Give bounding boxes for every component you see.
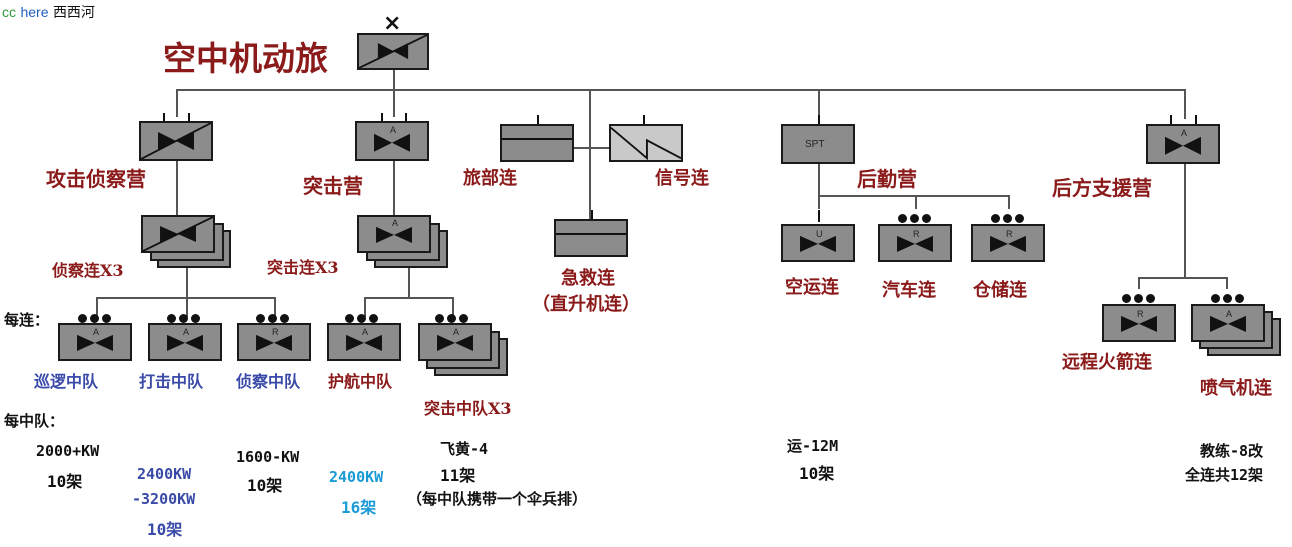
medevac-company-note: （直升机连）: [532, 294, 640, 315]
medevac-company-label: 急救连: [561, 268, 615, 289]
rocket-company-label: 远程火箭连: [1062, 352, 1152, 373]
strike-squadron-label: 打击中队: [139, 372, 204, 391]
patrol-squadron-letter: A: [93, 327, 100, 337]
jet-aircraft-type: 教练-8改: [1200, 442, 1264, 460]
strike-squadron-letter: A: [183, 327, 190, 337]
recon-squadron-label: 侦察中队: [236, 372, 301, 391]
watermark-cc: cc: [2, 4, 16, 20]
storage-company-symbol: R: [971, 224, 1045, 262]
watermark-site: 西西河: [52, 5, 95, 21]
rocket-company-letter: R: [1137, 309, 1144, 319]
airlift-company-letter: U: [816, 229, 823, 239]
recon-power: 1600-KW: [236, 448, 300, 466]
assault-aircraft-count: 11架: [440, 466, 476, 485]
airlift-company-symbol: U: [781, 224, 855, 262]
recon-company-label: 侦察连X3: [52, 261, 124, 280]
rocket-company-symbol: R: [1102, 304, 1176, 342]
assault-battalion-label: 突击营: [303, 174, 363, 198]
logistics-battalion-letter: SPT: [805, 139, 825, 150]
logistics-battalion-label: 后勤营: [857, 167, 917, 191]
storage-company-label: 仓储连: [973, 280, 1027, 301]
assault-note: （每中队携带一个伞兵排）: [407, 490, 588, 508]
assault-company-symbol: A: [357, 215, 431, 253]
strike-count: 10架: [147, 520, 183, 539]
rear-support-battalion-label: 后方支援营: [1052, 176, 1152, 200]
escort-squadron-symbol: A: [327, 323, 401, 361]
patrol-squadron-symbol: A: [58, 323, 132, 361]
hq-company-symbol: [500, 124, 574, 162]
assault-company-letter: A: [392, 218, 399, 228]
jet-company-label: 喷气机连: [1200, 378, 1272, 399]
assault-squadron-symbol: A: [418, 323, 492, 361]
watermark-here: here: [20, 4, 49, 20]
escort-squadron-letter: A: [362, 327, 369, 337]
storage-company-letter: R: [1006, 229, 1013, 239]
hq-company-label: 旅部连: [463, 168, 517, 189]
escort-squadron-label: 护航中队: [328, 372, 393, 391]
airlift-aircraft-count: 10架: [799, 464, 835, 483]
recon-company-symbol: [141, 215, 215, 253]
recon-squadron-letter: R: [272, 327, 279, 337]
jet-aircraft-count: 全连共12架: [1185, 466, 1264, 484]
truck-company-symbol: R: [878, 224, 952, 262]
watermark: cc here 西西河: [2, 2, 95, 22]
logistics-battalion-symbol: SPT: [781, 124, 855, 164]
attack-recon-battalion-symbol: [139, 121, 213, 161]
assault-battalion-letter: A: [390, 125, 397, 135]
patrol-squadron-label: 巡逻中队: [34, 372, 99, 391]
per-squadron-label: 每中队：: [4, 412, 65, 430]
patrol-count: 10架: [47, 472, 83, 491]
recon-squadron-symbol: R: [237, 323, 311, 361]
jet-company-letter: A: [1226, 309, 1233, 319]
assault-battalion-symbol: A: [355, 121, 429, 161]
patrol-power: 2000+KW: [36, 442, 100, 460]
brigade-title: 空中机动旅: [163, 39, 328, 78]
truck-company-label: 汽车连: [882, 280, 936, 301]
signal-company-label: 信号连: [655, 168, 709, 189]
airlift-aircraft-type: 运-12M: [787, 437, 839, 455]
airlift-company-label: 空运连: [785, 277, 839, 298]
strike-power-1: 2400KW: [137, 465, 192, 483]
assault-squadron-letter: A: [453, 327, 460, 337]
assault-company-label: 突击连X3: [267, 258, 339, 277]
assault-squadron-label: 突击中队X3: [424, 399, 512, 418]
jet-company-symbol: A: [1191, 304, 1265, 342]
escort-count: 16架: [341, 498, 377, 517]
rear-support-battalion-symbol: A: [1146, 124, 1220, 164]
strike-power-2: -3200KW: [132, 490, 196, 508]
per-company-label: 每连：: [4, 311, 50, 329]
rear-support-battalion-letter: A: [1181, 128, 1188, 138]
strike-squadron-symbol: A: [148, 323, 222, 361]
recon-count: 10架: [247, 476, 283, 495]
signal-company-symbol: [609, 124, 683, 162]
medevac-company-symbol: [554, 219, 628, 257]
brigade-size-mark: ×: [383, 11, 402, 36]
truck-company-letter: R: [913, 229, 920, 239]
attack-recon-battalion-label: 攻击侦察营: [46, 167, 146, 191]
brigade-symbol: [357, 33, 429, 70]
escort-power: 2400KW: [329, 468, 384, 486]
assault-aircraft-type: 飞黄-4: [440, 440, 489, 458]
